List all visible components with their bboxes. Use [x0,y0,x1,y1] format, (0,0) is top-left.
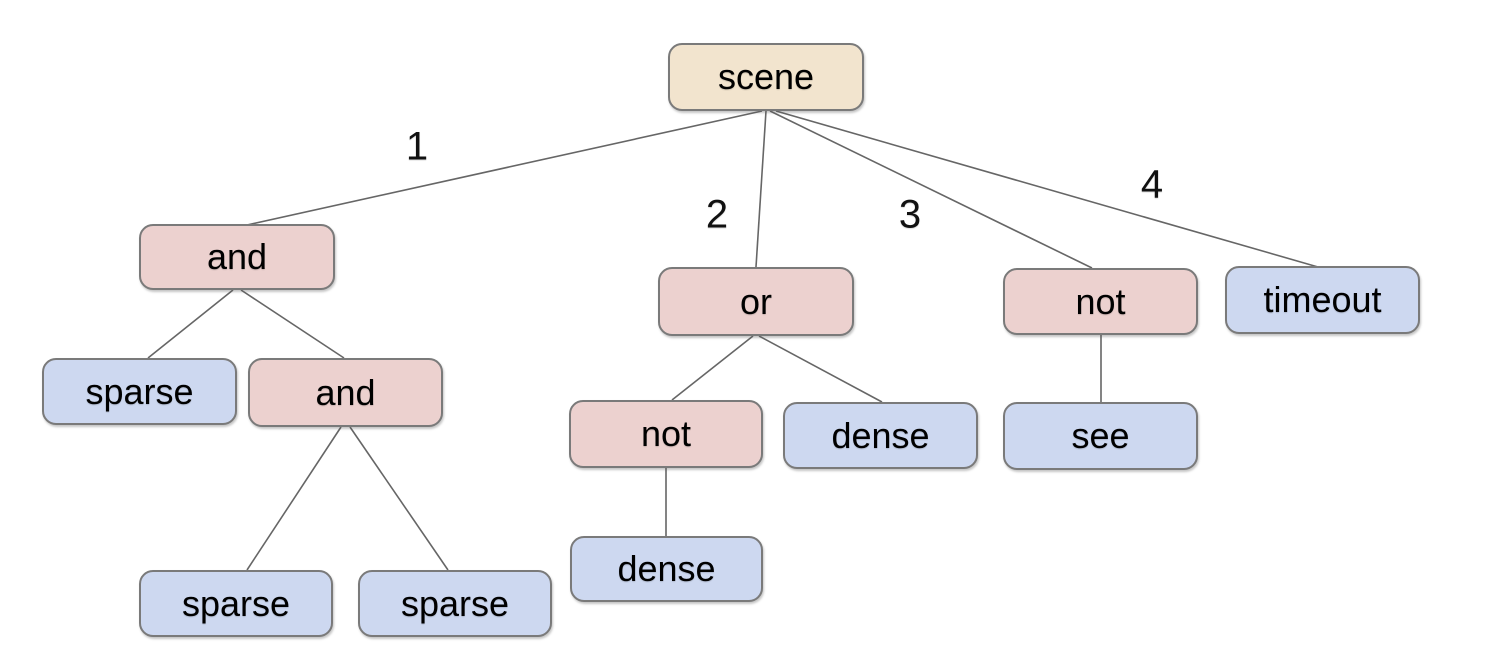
tree-node-scene: scene [668,43,864,111]
tree-node-not: not [1003,268,1198,335]
tree-node-dense-2: dense [570,536,763,602]
edge-scene-or [755,110,767,268]
edge-label-3: 3 [898,192,922,237]
tree-node-or: or [658,267,854,336]
edge-label-1: 1 [405,124,429,169]
tree-node-timeout: timeout [1225,266,1420,334]
tree-node-and: and [139,224,335,290]
tree-node-and-inner: and [248,358,443,427]
tree-node-dense: dense [783,402,978,469]
edge-and2-sparse2 [349,426,449,571]
tree-node-sparse-2: sparse [139,570,333,637]
edge-and-sparse [147,289,234,359]
edge-or-dense [758,335,883,403]
tree-node-sparse-3: sparse [358,570,552,637]
edge-and-and [240,289,345,359]
edge-scene-not [769,110,1093,269]
edge-scene-timeout [775,110,1319,268]
edge-label-2: 2 [705,192,729,237]
tree-node-not-inner: not [569,400,763,468]
tree-node-see: see [1003,402,1198,470]
edge-label-4: 4 [1140,162,1164,207]
tree-node-sparse: sparse [42,358,237,425]
edge-scene-and [246,110,763,226]
edge-or-not [671,335,754,401]
edge-and2-sparse [246,426,342,571]
